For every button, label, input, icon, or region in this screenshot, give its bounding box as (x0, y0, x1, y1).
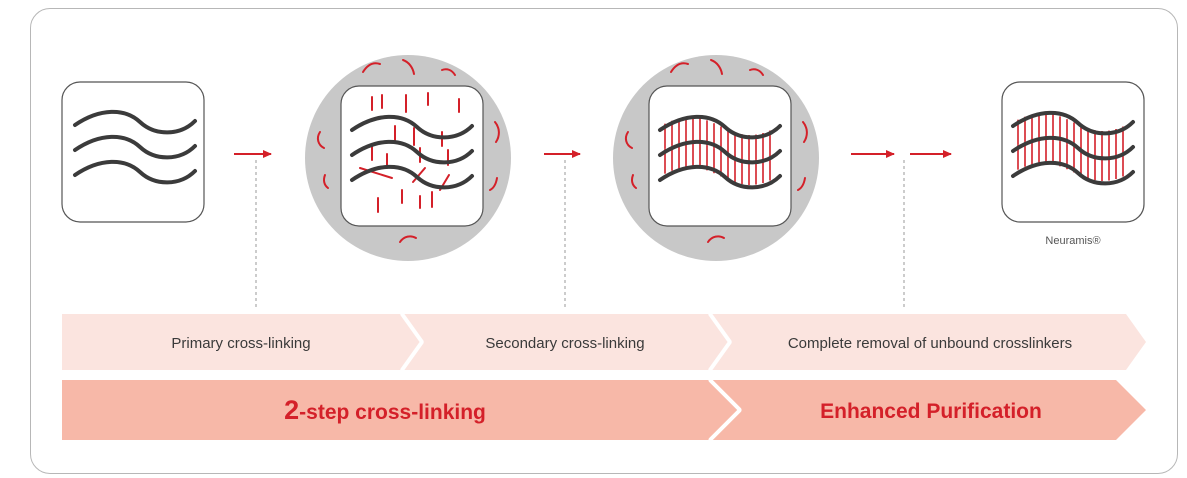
step-connectors (255, 160, 905, 308)
raw-strands-icon (61, 81, 205, 223)
phase-crosslinking-label: 2-step cross-linking (284, 395, 486, 425)
phase-purification-label: Enhanced Purification (820, 400, 1042, 423)
step-band: Primary cross-linking Secondary cross-li… (62, 312, 1146, 372)
phase-purification-chevron (712, 380, 1146, 440)
step-primary-label: Primary cross-linking (171, 335, 310, 352)
step-removal-label: Complete removal of unbound crosslinkers (788, 335, 1072, 352)
product-label: Neuramis® (1045, 235, 1100, 247)
step-secondary-label: Secondary cross-linking (485, 335, 644, 352)
primary-crosslinked-strands-icon (305, 55, 511, 261)
purified-strands-icon (1001, 81, 1145, 223)
step-secondary-chevron (404, 314, 728, 370)
secondary-crosslinked-strands-icon (613, 55, 819, 261)
phase-crosslinking-chevron (62, 380, 738, 440)
step-primary-chevron (62, 314, 420, 370)
step-removal-chevron (712, 314, 1146, 370)
phase-band: 2-step cross-linking Enhanced Purificati… (62, 378, 1146, 442)
